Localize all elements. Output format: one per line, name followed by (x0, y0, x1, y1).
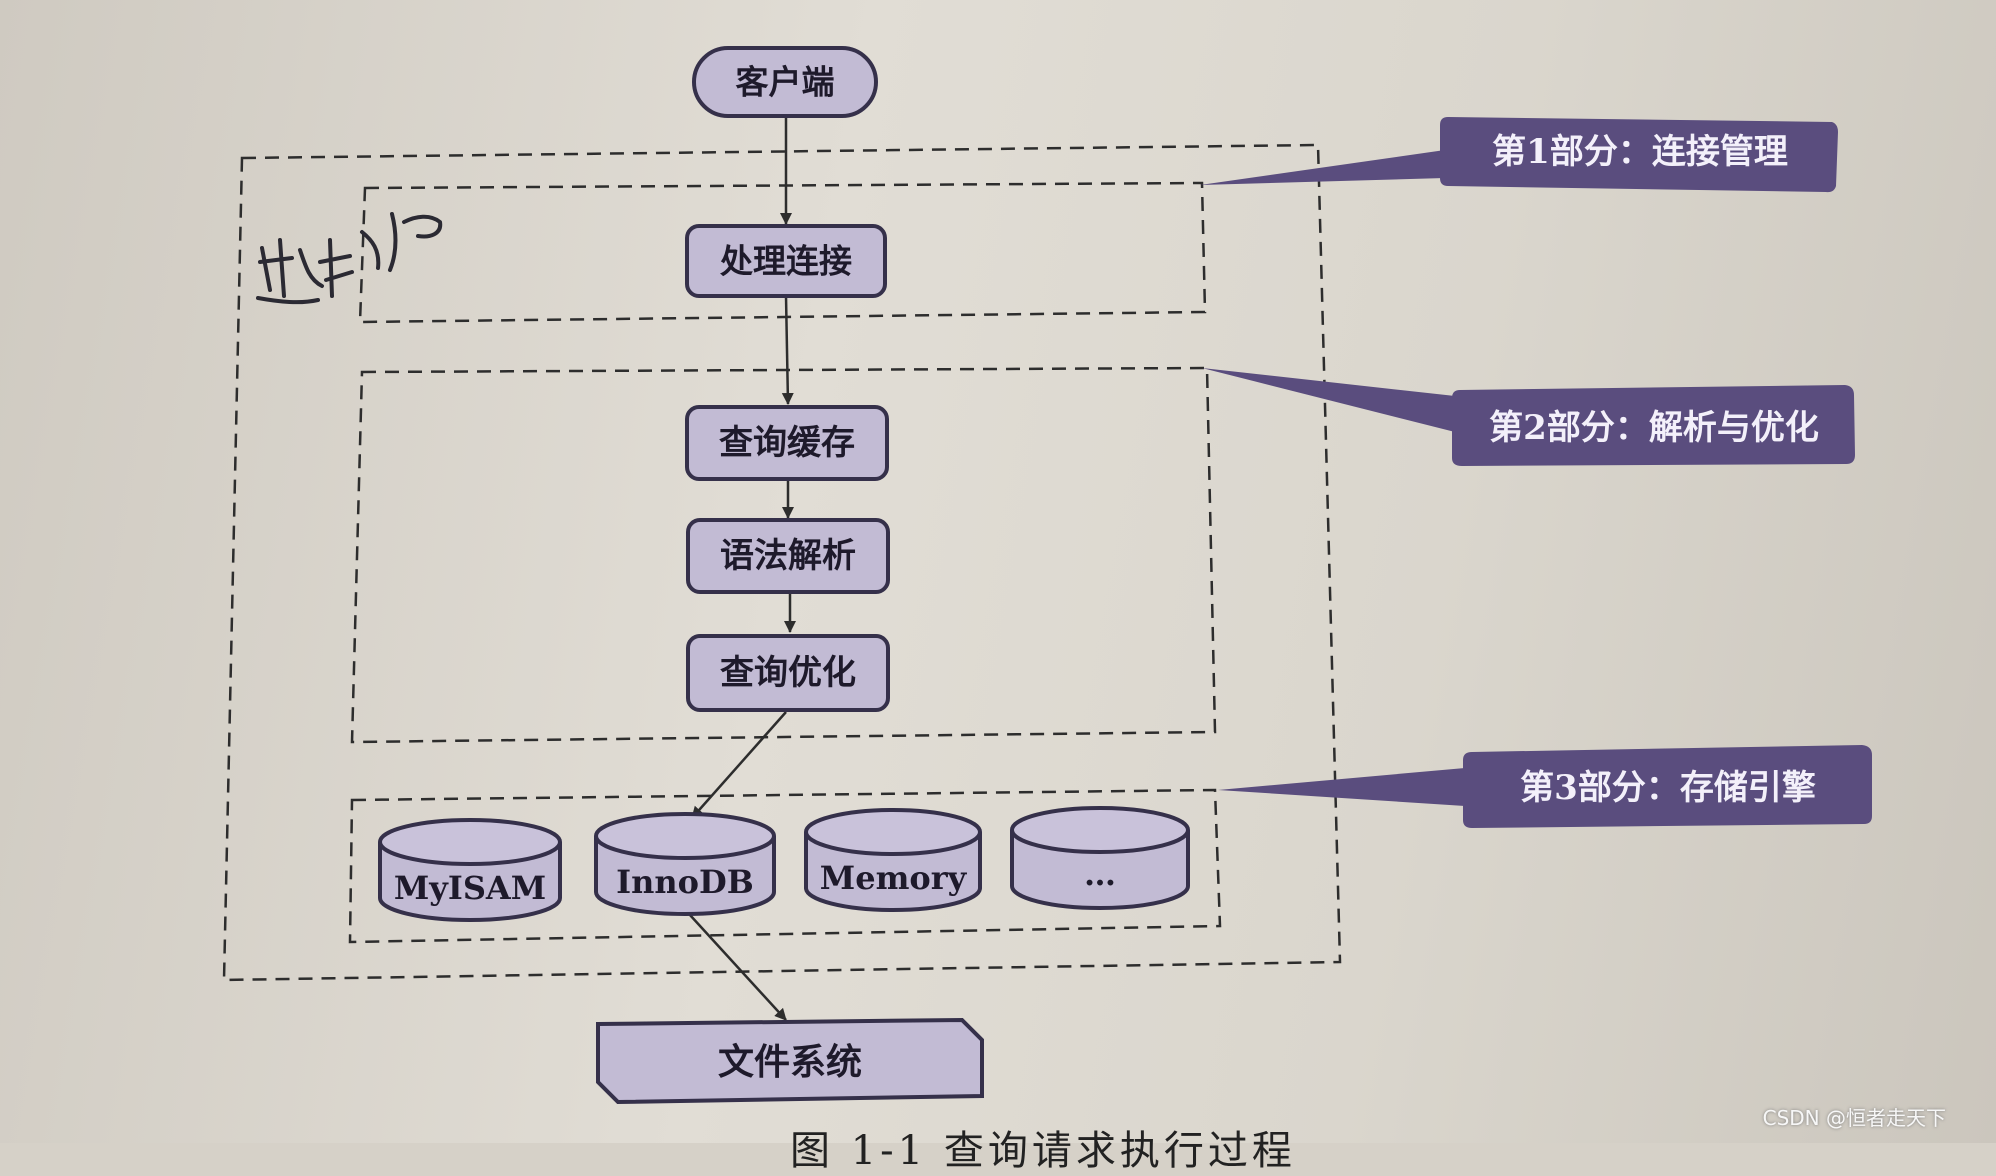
syntax-parse-node: 语法解析 (686, 518, 890, 594)
watermark: CSDN @恒者走天下 (1762, 1106, 1946, 1130)
query-cache-node: 查询缓存 (685, 405, 889, 481)
engine-more-label: … (1084, 855, 1116, 893)
callout-part1: 第1部分：连接管理 (1440, 117, 1838, 193)
syntax-parse-label: 语法解析 (720, 536, 856, 576)
callout-part2-pointer (1202, 368, 1455, 432)
engine-myisam-label: MyISAM (394, 869, 546, 907)
connection-dashed-region (358, 181, 1207, 324)
book-page (0, 0, 1996, 1143)
handle-connection-node: 处理连接 (685, 224, 887, 298)
engine-innodb: InnoDB (594, 812, 776, 916)
query-optimize-label: 查询优化 (720, 653, 856, 693)
handwritten-annotation (256, 212, 443, 305)
arrow-connection-to-cache (781, 295, 794, 405)
file-system-node: 文件系统 (596, 1017, 984, 1105)
outer-dashed-region (222, 143, 1342, 982)
callout-part2: 第2部分：解析与优化 (1452, 385, 1855, 466)
arrow-innodb-to-filesystem (689, 914, 787, 1021)
callout-part3: 第3部分：存储引擎 (1463, 745, 1872, 828)
query-optimize-node: 查询优化 (686, 634, 890, 712)
engine-innodb-label: InnoDB (616, 863, 754, 901)
engine-memory-label: Memory (820, 859, 968, 897)
client-label: 客户端 (736, 63, 835, 102)
parse-optimize-dashed-region (350, 366, 1217, 744)
storage-dashed-region (348, 788, 1222, 944)
handle-connection-label: 处理连接 (719, 242, 852, 281)
engine-myisam: MyISAM (378, 818, 562, 922)
query-cache-label: 查询缓存 (719, 423, 855, 463)
callout-part2-text: 第2部分：解析与优化 (1489, 408, 1819, 448)
figure-caption: 图 1-1 查询请求执行过程 (790, 1128, 1296, 1174)
mysql-architecture-diagram: 第1部分：连接管理 第2部分：解析与优化 第3部分：存储引擎 客户端 处理连接 … (222, 46, 1872, 1105)
callout-part3-pointer (1218, 768, 1465, 806)
engine-memory: Memory (804, 808, 982, 912)
client-node: 客户端 (692, 46, 878, 118)
callout-part1-text: 第1部分：连接管理 (1492, 132, 1788, 172)
callout-part1-pointer (1200, 150, 1445, 185)
engine-more: … (1010, 806, 1190, 910)
file-system-label: 文件系统 (718, 1041, 862, 1083)
arrow-optimize-to-innodb (691, 711, 787, 819)
callout-part3-text: 第3部分：存储引擎 (1520, 768, 1816, 808)
